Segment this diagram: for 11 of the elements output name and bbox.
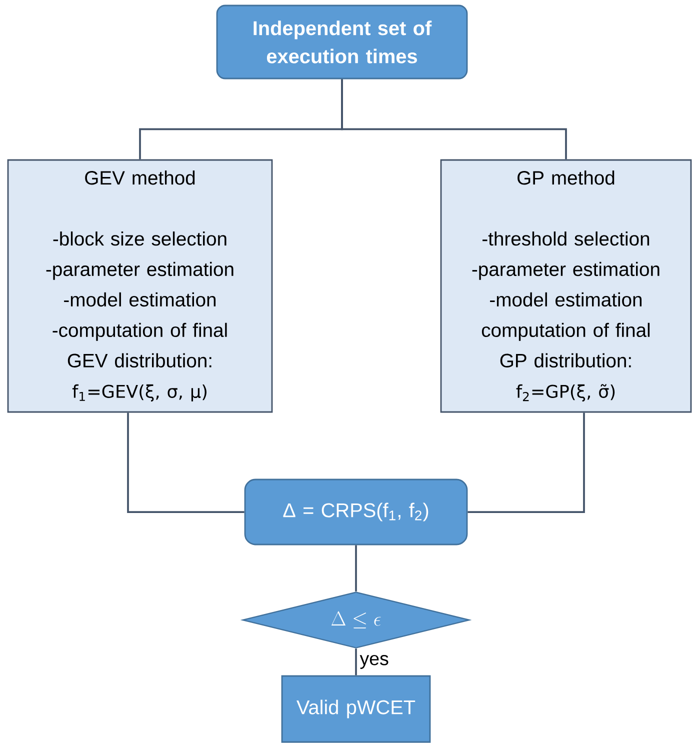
process-box: Δ = CRPS(f$_{1}$, f$_{2}$)	[244, 478, 468, 546]
connector-line	[127, 412, 244, 513]
connector-line	[341, 79, 567, 160]
connector-line	[355, 648, 357, 676]
start-box: Independent set of execution times	[216, 4, 468, 80]
connector-line	[468, 412, 585, 513]
edge-label: yes	[360, 654, 388, 669]
method-box: GEV method -block size selection -parameter estimation -model estimation -computation of final GEV distribution: f$_{1}$=GEV(ξ, σ, μ)	[7, 159, 273, 413]
connector-line	[355, 545, 357, 592]
method-box: GP method -threshold selection -parameter estimation -model estimation computation of final GP distribution: f$_{2}$=GP(ξ, σ̃)	[440, 159, 692, 413]
result-box: Valid pWCET	[281, 675, 431, 743]
